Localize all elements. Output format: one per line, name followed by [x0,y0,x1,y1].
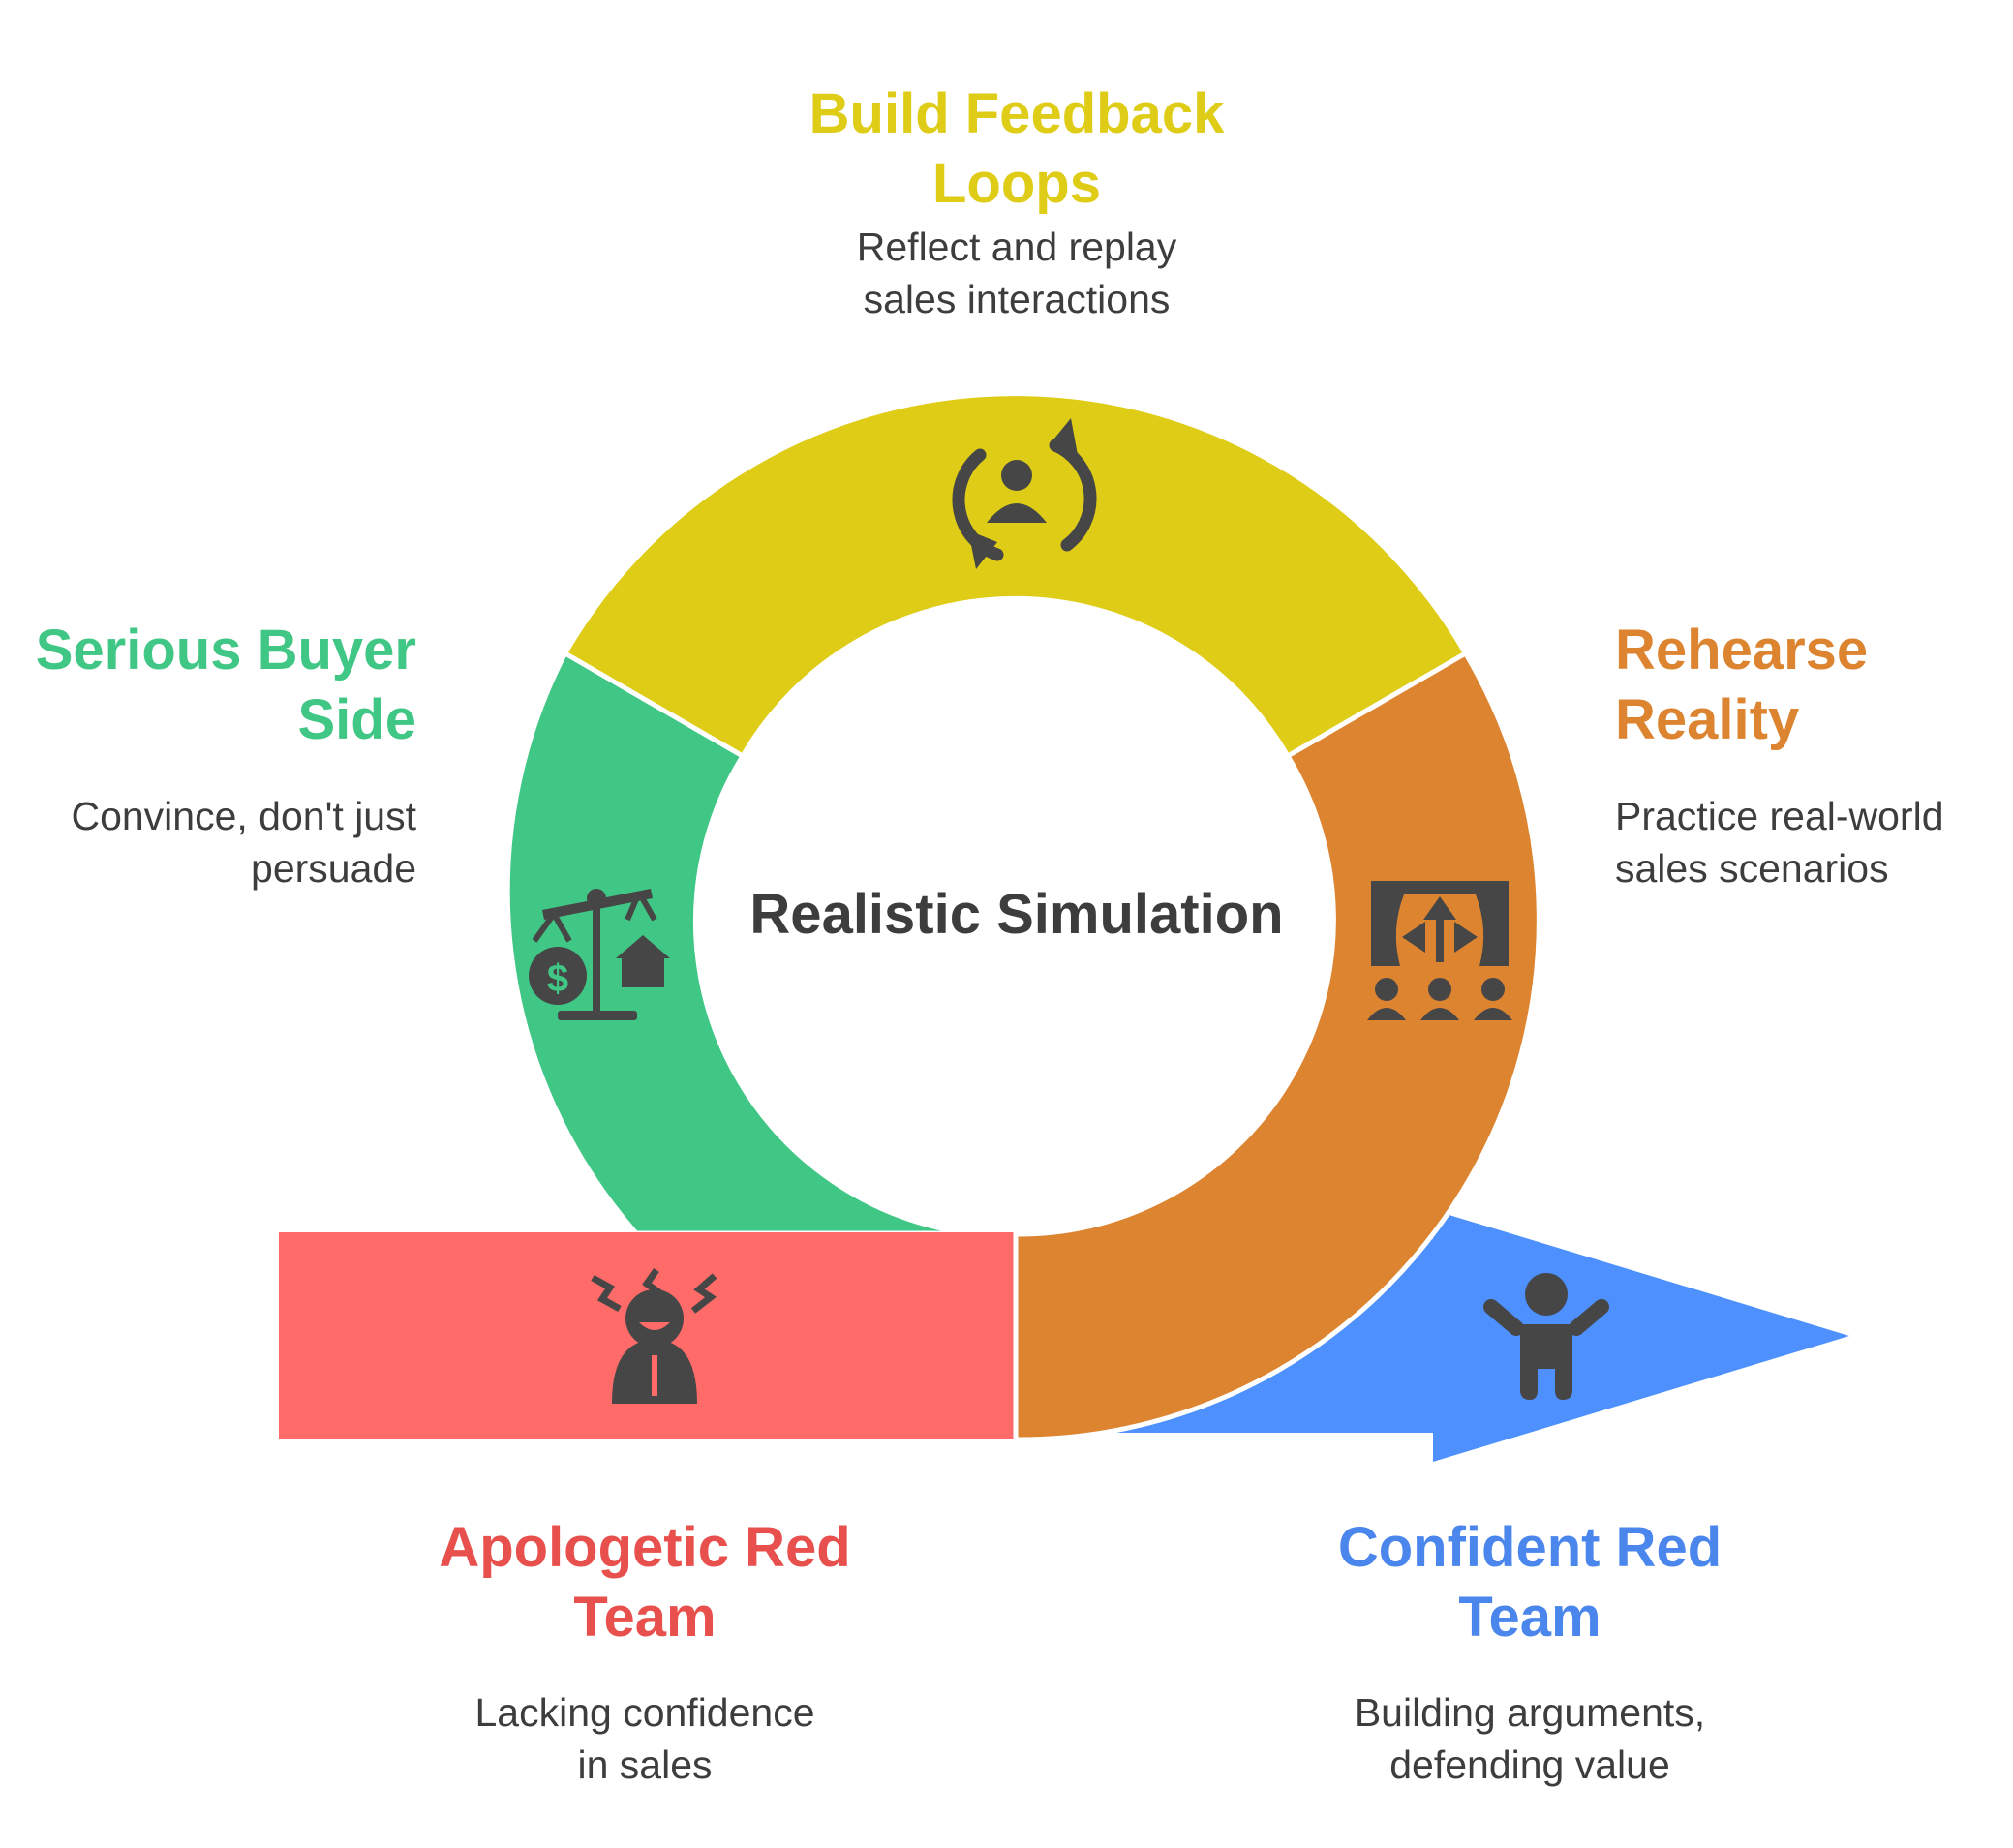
stressed-person-icon [591,1267,717,1404]
feedback-segment [562,391,1470,760]
person-cycle-icon [952,418,1097,569]
rehearse-title: Rehearse Reality [1615,619,1869,751]
feedback-description: Reflect and replay sales interactions [856,225,1177,321]
center-title: Realistic Simulation [749,883,1284,946]
svg-text:$: $ [547,957,568,1000]
confident-description: Building arguments, defending value [1354,1690,1706,1787]
theater-stage-icon [1367,881,1512,1020]
apologetic-description: Lacking confidence in sales [474,1690,815,1787]
balance-scale-icon: $ [529,889,670,1020]
apologetic-title: Apologetic Red Team [439,1516,851,1649]
rehearse-segment [1013,650,1541,1442]
rehearse-description: Practice real-world sales scenarios [1615,794,1944,891]
buyer-description: Convince, don't just persuade [71,794,416,891]
feedback-title: Build Feedback Loops [808,82,1225,215]
buyer-title: Serious Buyer Side [35,619,416,751]
confident-title: Confident Red Team [1337,1516,1723,1649]
buyer-segment [504,650,969,1236]
cheering-person-icon [1483,1273,1609,1400]
